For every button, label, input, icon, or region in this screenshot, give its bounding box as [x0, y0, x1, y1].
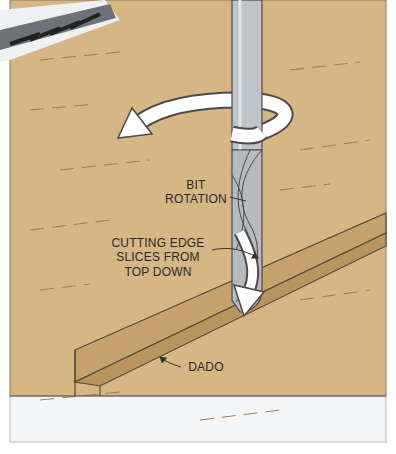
callout-label: BIT ROTATION	[160, 178, 232, 207]
callout-label: DADO	[184, 360, 228, 374]
callout-label: CUTTING EDGE SLICES FROM TOP DOWN	[108, 236, 208, 279]
